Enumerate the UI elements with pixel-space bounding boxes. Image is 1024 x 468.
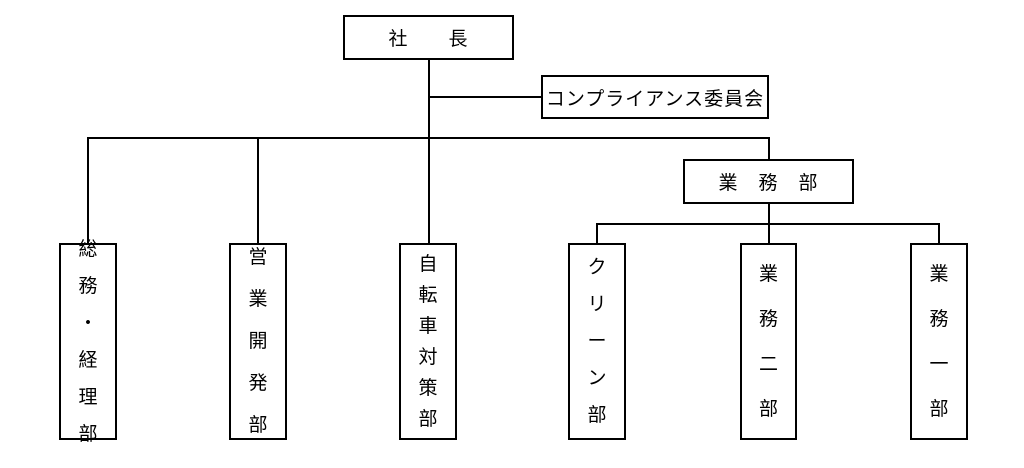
eigyo-char: 開 [248, 330, 268, 352]
eigyo-char: 営 [248, 246, 268, 268]
jitensha-char: 自 [418, 252, 438, 275]
gyomu1-char: 部 [929, 397, 949, 420]
clean-char: ン [587, 367, 607, 389]
gyomu-bu-box: 業 務 部 [683, 159, 854, 204]
somu-char: ・ [78, 311, 98, 334]
eigyo-kaihatsu-bu-box: 営 業 開 発 部 [229, 243, 287, 440]
compliance-committee-label: コンプライアンス委員会 [545, 87, 765, 110]
gyomu2-char: 務 [758, 307, 778, 330]
president-box: 社 長 [343, 15, 514, 60]
gyomu2-char: 業 [758, 262, 778, 285]
clean-char: 部 [587, 404, 607, 426]
jitensha-taisaku-bu-box: 自 転 車 対 策 部 [399, 243, 457, 440]
somu-char: 理 [78, 385, 98, 408]
gyomu1-char: 業 [929, 262, 949, 285]
somu-char: 部 [78, 422, 98, 445]
jitensha-char: 転 [418, 283, 438, 306]
gyomu1-char: 一 [929, 352, 949, 375]
gyomu2-char: 二 [758, 352, 778, 375]
jitensha-char: 部 [418, 407, 438, 430]
jitensha-char: 車 [418, 314, 438, 337]
gyomu-ichi-bu-box: 業 務 一 部 [910, 243, 968, 440]
clean-char: ク [587, 256, 607, 278]
somu-char: 経 [78, 348, 98, 371]
eigyo-char: 業 [248, 288, 268, 310]
clean-char: リ [587, 293, 607, 315]
somu-keiri-bu-box: 総 務 ・ 経 理 部 [59, 237, 117, 443]
jitensha-char: 対 [418, 345, 438, 368]
clean-bu-box: ク リ ー ン 部 [568, 243, 626, 440]
somu-char: 務 [78, 274, 98, 297]
gyomu1-char: 務 [929, 307, 949, 330]
clean-char: ー [587, 330, 607, 352]
gyomu-bu-label: 業 務 部 [718, 172, 819, 194]
compliance-committee-box: コンプライアンス委員会 [541, 75, 769, 119]
jitensha-char: 策 [418, 376, 438, 399]
somu-char: 総 [78, 237, 98, 260]
eigyo-char: 発 [248, 372, 268, 394]
gyomu2-char: 部 [758, 397, 778, 420]
gyomu-ni-bu-box: 業 務 二 部 [740, 243, 797, 440]
eigyo-char: 部 [248, 414, 268, 436]
president-label: 社 長 [388, 28, 469, 50]
